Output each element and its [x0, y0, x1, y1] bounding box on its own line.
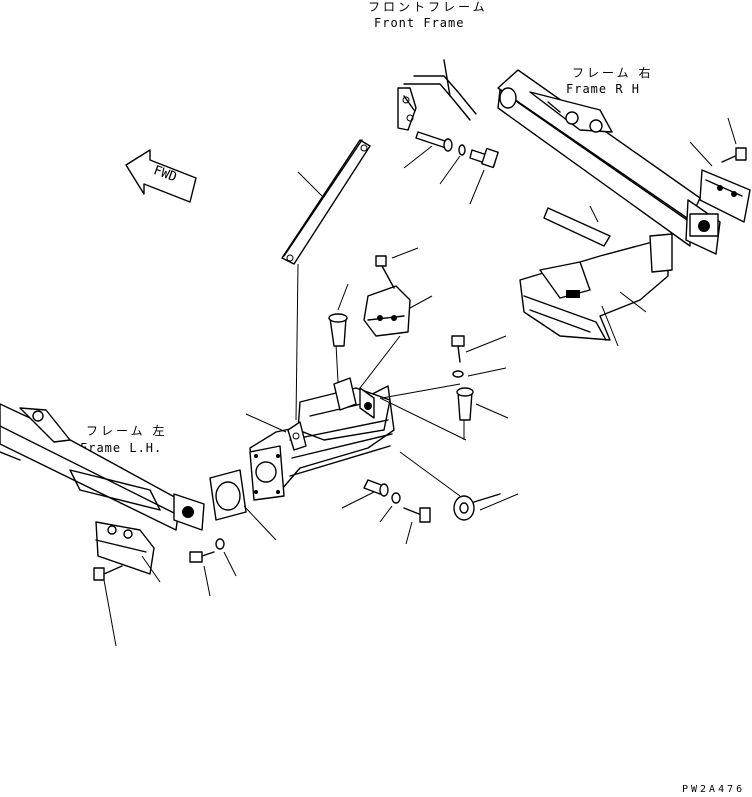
center-casting: [245, 343, 467, 501]
frame-lh-label-jp: フレーム 左: [86, 424, 168, 438]
drawing-id: PW2A476: [682, 784, 746, 795]
front-frame-label-jp: フロントフレーム: [368, 0, 488, 14]
left-frame: [0, 403, 205, 647]
right-fasteners: [451, 335, 509, 440]
right-frame: [497, 69, 751, 255]
frame-rh-label-jp: フレーム 右: [572, 66, 654, 80]
frame-rh-label-en: Frame R H: [566, 82, 641, 96]
fwd-arrow-icon: FWD: [125, 149, 197, 203]
center-bottom-fasteners: [341, 479, 431, 545]
front-frame-label-en: Front Frame: [374, 16, 465, 30]
small-bracket: [359, 247, 433, 389]
eye-bolt: [399, 451, 519, 521]
front-frame-outline: [397, 59, 477, 131]
right-lower-assembly: [519, 205, 673, 347]
center-pin: [328, 283, 349, 347]
top-pin-bolt: [403, 131, 499, 205]
diagonal-strut: [281, 139, 371, 421]
left-flange: [189, 469, 277, 597]
frame-lh-label-en: Frame L.H.: [80, 441, 163, 455]
